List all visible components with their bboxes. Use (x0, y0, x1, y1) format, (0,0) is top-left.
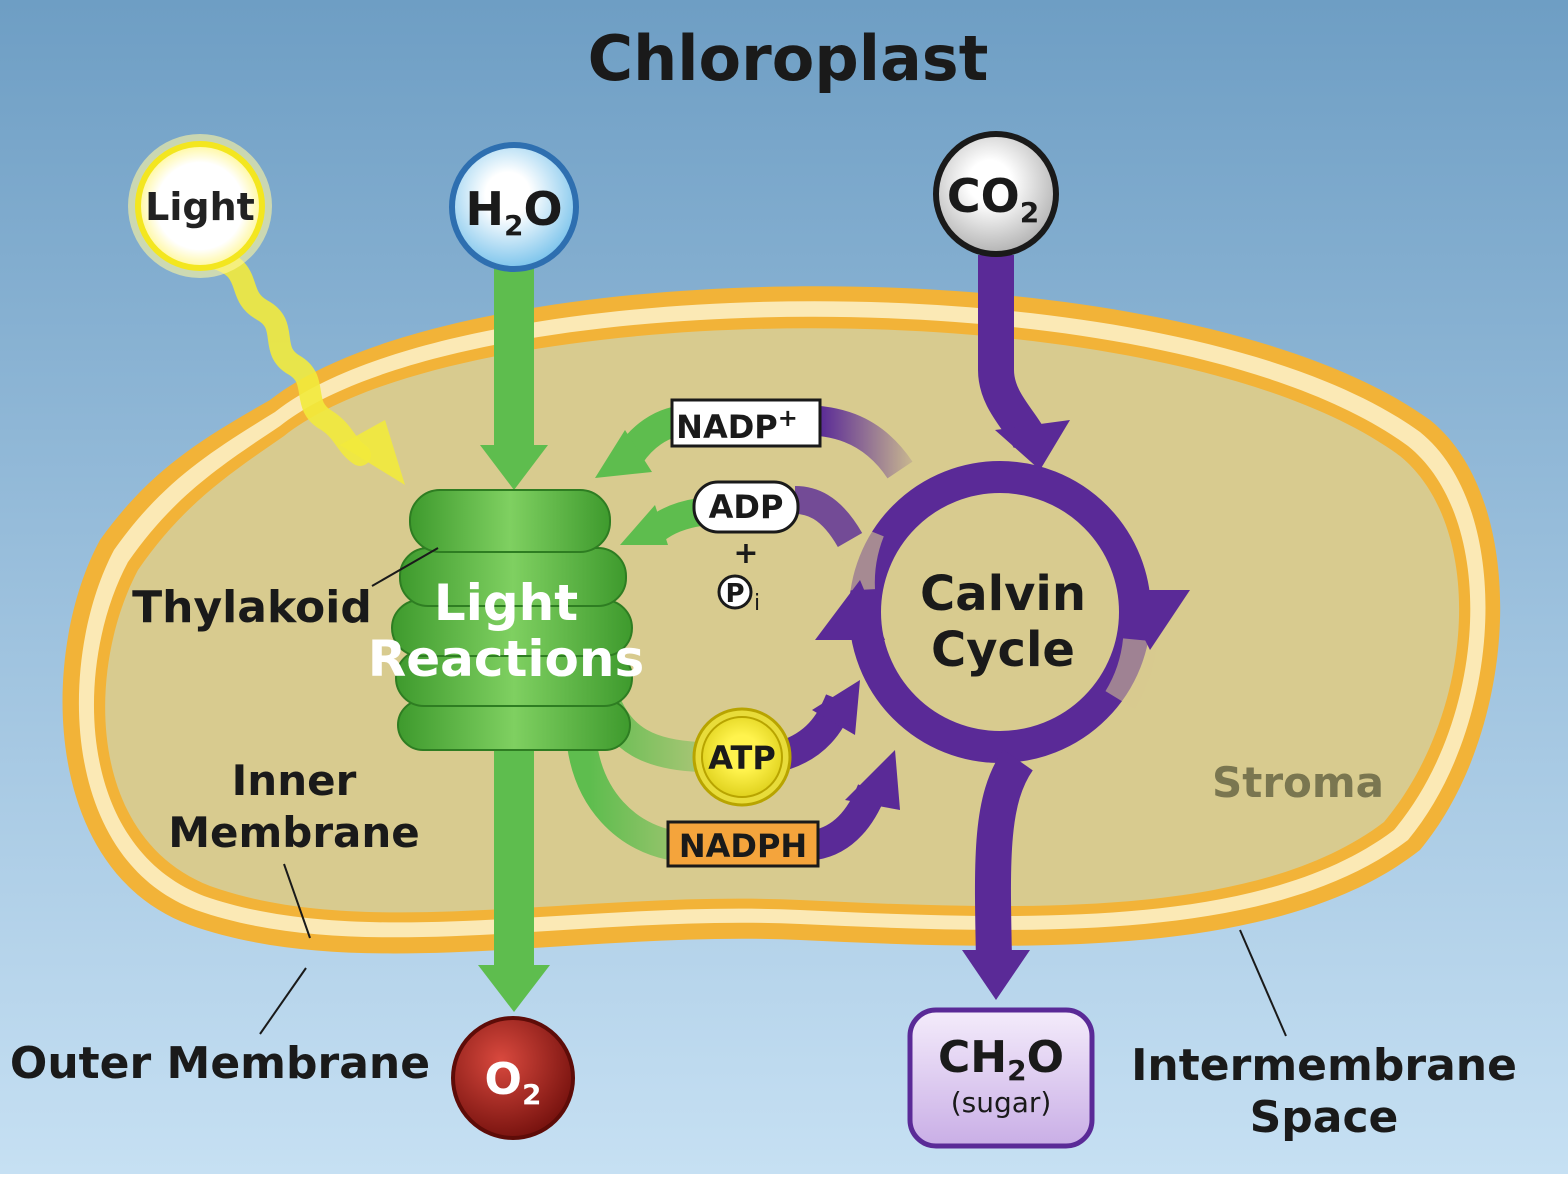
thylakoid-disc (409, 489, 611, 553)
calvin-arrowhead-left (815, 580, 885, 640)
inner-membrane-label-line1: Inner (232, 756, 357, 805)
water-arrowhead (480, 445, 548, 490)
co2-input: CO2 (933, 131, 1070, 470)
light-reactions-label-line2: Reactions (368, 630, 645, 688)
intermembrane-leader-line (1239, 929, 1287, 1037)
sugar-note: (sugar) (951, 1086, 1052, 1119)
intermembrane-label-line2: Space (1250, 1092, 1399, 1143)
calvin-cycle: Calvin Cycle (815, 461, 1190, 763)
adp-arrowhead (620, 505, 668, 545)
adp-purple-arc (794, 486, 863, 548)
adp-label: ADP (709, 488, 784, 526)
nadph-box (666, 820, 820, 868)
co2-arrowhead (995, 420, 1070, 470)
oxygen-output: O2 (451, 740, 575, 1140)
water-input: H2O (449, 142, 579, 490)
nadph-transfer: NADPH (567, 742, 900, 868)
oxygen-circle (451, 1016, 575, 1140)
oxygen-arrow-shaft (494, 740, 534, 975)
chloroplast-body (62, 286, 1501, 954)
nadph-arrowhead (845, 750, 900, 810)
oxygen-arrowhead (478, 965, 550, 1012)
nadp-return: NADP+ (595, 398, 913, 479)
sugar-box (907, 1007, 1095, 1149)
light-wave-arrow (204, 247, 371, 466)
sugar-arrow-shaft (974, 749, 1034, 961)
inner-membrane-label-line2: Membrane (168, 808, 420, 857)
co2-formula: CO2 (947, 169, 1039, 229)
oxygen-formula: O2 (485, 1054, 542, 1111)
calvin-arrowhead-right (1120, 590, 1190, 650)
thylakoid-stack: Light Reactions (368, 489, 645, 751)
atp-label: ATP (708, 739, 776, 777)
light-label: Light (145, 185, 255, 229)
stroma-region (105, 328, 1460, 913)
water-arrow-shaft (494, 265, 534, 450)
sugar-output: CH2O (sugar) (907, 749, 1095, 1149)
inner-membrane-leader-line (283, 863, 311, 939)
outer-membrane-label: Outer Membrane (10, 1038, 430, 1089)
water-formula: H2O (465, 182, 562, 242)
light-input: Light (128, 134, 405, 485)
callouts: Thylakoid Inner Membrane Outer Membrane … (10, 547, 1517, 1143)
outer-membrane-leader-line (259, 967, 307, 1035)
intermembrane-label-line1: Intermembrane (1131, 1040, 1517, 1091)
nadph-label: NADPH (679, 827, 807, 865)
plus-sign: + (733, 536, 758, 571)
nadp-box (670, 398, 822, 448)
diagram-title: Chloroplast (588, 22, 989, 95)
sugar-formula: CH2O (938, 1032, 1064, 1087)
adp-box (692, 480, 800, 534)
light-arrowhead (340, 420, 405, 485)
adp-return: ADP + P i (620, 480, 863, 616)
water-circle (449, 142, 579, 272)
thylakoid-leader-line (371, 547, 439, 587)
calvin-cycle-label-line1: Calvin (920, 566, 1086, 622)
stroma-label: Stroma (1212, 758, 1384, 807)
sugar-arrowhead (962, 950, 1030, 1000)
nadp-arrowhead (595, 430, 652, 478)
light-reactions-label-line1: Light (434, 574, 578, 632)
nadph-green-arc (567, 742, 674, 860)
atp-arrowhead (812, 680, 860, 735)
phosphate-subscript: i (754, 591, 760, 616)
thylakoid-label: Thylakoid (132, 582, 372, 633)
calvin-ring-fade-right (1105, 637, 1157, 709)
phosphate-circle (717, 574, 753, 610)
light-circle (135, 141, 265, 271)
nadp-label: NADP+ (676, 404, 798, 446)
co2-circle (933, 131, 1059, 257)
atp-circle (701, 716, 783, 798)
phosphate-symbol: P (725, 579, 744, 609)
thylakoid-disc (397, 699, 631, 751)
calvin-cycle-label-line2: Cycle (931, 622, 1075, 678)
